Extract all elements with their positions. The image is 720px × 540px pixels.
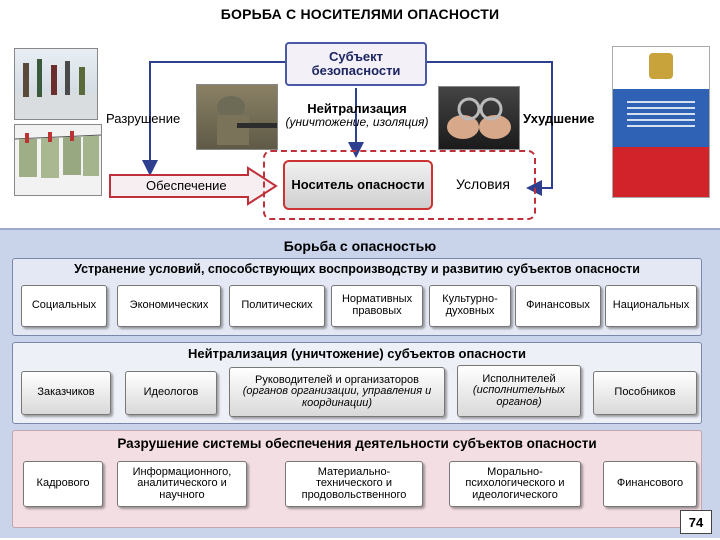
handcuffs-illustration [447,97,511,139]
item-economic: Экономических [117,285,221,327]
item-moral-psychological: Морально-психологического и идеологическ… [449,461,581,507]
item-cultural-spiritual: Культурно-духовных [429,285,511,327]
connector-to-deterioration [427,61,553,196]
neutralization-subtitle: (уничтожение, изоляция) [285,115,429,130]
section3-title: Разрушение системы обеспечения деятельно… [117,436,597,451]
band-title: Борьба с опасностью [283,238,437,254]
executors-sublabel: (исполнительных органов) [472,384,566,408]
support-label: Обеспечение [146,178,227,193]
item-informational: Информационного, аналитического и научно… [117,461,247,507]
conditions-label: Условия [456,176,510,192]
danger-carrier-box: Носитель опасности [283,160,433,210]
page-number: 74 [680,510,712,534]
connector-to-destruction [142,61,285,176]
leaders-sublabel: (органов организации, управления и коорд… [242,385,432,409]
document-cover-photo [612,46,710,198]
emblem-icon [649,53,673,79]
section-eliminate-conditions: Устранение условий, способствующих воспр… [12,258,702,336]
hanging-money-photo [14,124,102,196]
subject-of-security-box: Субъект безопасности [285,42,427,86]
page-title: БОРЬБА С НОСИТЕЛЯМИ ОПАСНОСТИ [220,6,500,22]
top-connectors [142,61,553,196]
executors-label: Исполнителей [482,372,556,385]
item-leaders-organizers: Руководителей и организаторов (органов о… [229,367,445,417]
item-financial: Финансовых [515,285,601,327]
item-ideologists: Идеологов [125,371,217,415]
item-customers: Заказчиков [21,371,111,415]
handcuffs-photo [438,86,520,150]
accomplices-label: Пособников [614,386,676,399]
neutralization-title: Нейтрализация [307,101,407,116]
item-national: Национальных [605,285,697,327]
cover-text-lines [627,101,695,131]
item-political: Политических [229,285,325,327]
carrier-dashed-frame [263,150,536,220]
customers-label: Заказчиков [37,386,95,399]
item-material-technical: Материально-технического и продовольстве… [285,461,423,507]
item-social: Социальных [21,285,107,327]
item-accomplices: Пособников [593,371,697,415]
section-neutralize-subjects: Нейтрализация (уничтожение) субъектов оп… [12,342,702,424]
deterioration-label: Ухудшение [523,111,595,126]
item-executors: Исполнителей (исполнительных органов) [457,365,581,417]
destruction-label: Разрушение [106,111,181,126]
neutralization-label: Нейтрализация (уничтожение, изоляция) [282,101,432,130]
soldier-illustration [217,96,277,145]
support-arrow [109,166,278,206]
weapons-photo [14,48,98,120]
weapons-illustration [15,59,97,119]
section2-title: Нейтрализация (уничтожение) субъектов оп… [187,346,527,361]
section1-title: Устранение условий, способствующих воспр… [74,262,640,276]
money-illustration [15,131,101,178]
item-normative-legal: Нормативных правовых [331,285,423,327]
item-personnel: Кадрового [23,461,103,507]
ideologists-label: Идеологов [143,386,199,399]
item-financial-support: Финансового [603,461,697,507]
leaders-label: Руководителей и организаторов [254,373,420,386]
section-destroy-support-system: Разрушение системы обеспечения деятельно… [12,430,702,528]
soldier-photo [196,84,278,150]
cover-red-stripe [613,147,709,197]
